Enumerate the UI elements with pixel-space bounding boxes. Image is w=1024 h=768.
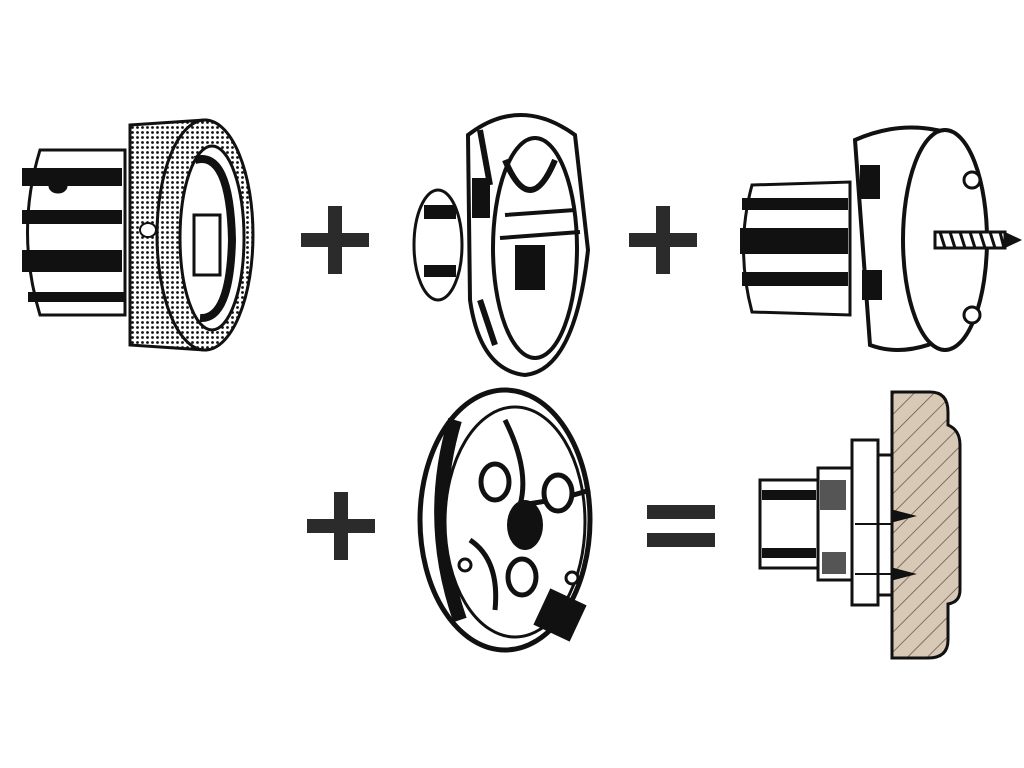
screw-chuck-icon <box>740 125 1022 352</box>
plus-operator-1 <box>301 206 369 274</box>
equals-operator <box>647 505 715 547</box>
plus-operator-3 <box>307 492 375 560</box>
plus-operator-2 <box>629 206 697 274</box>
knurled-chuck-body-icon <box>22 118 255 352</box>
assembled-chuck-on-wood-icon <box>758 390 962 660</box>
split-ring-icon <box>412 113 591 378</box>
faceplate-icon <box>417 387 593 653</box>
